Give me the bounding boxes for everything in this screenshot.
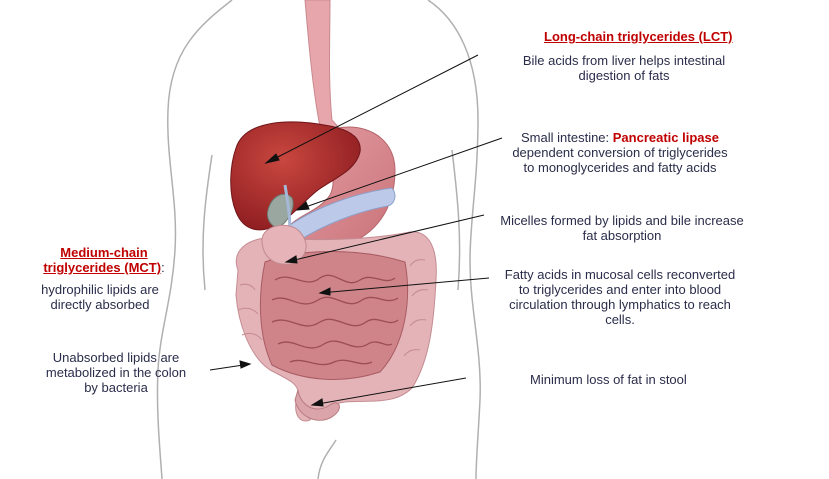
- fatty-acids-label: Fatty acids in mucosal cells reconverted…: [504, 267, 736, 327]
- lct-title: Long-chain triglycerides (LCT): [544, 29, 733, 44]
- arrow-small-intestine: [296, 137, 503, 211]
- arrow-fatty-acids: [319, 277, 490, 294]
- arrow-stool: [311, 377, 467, 406]
- arrow-micelles: [285, 214, 485, 263]
- micelles-label: Micelles formed by lipids and bile incre…: [500, 213, 744, 243]
- duodenum: [261, 224, 307, 265]
- colon-folds: [237, 259, 429, 357]
- body-outline: [156, 0, 481, 479]
- bile-acids-label: Bile acids from liver helps intestinal d…: [522, 53, 726, 83]
- arrow-bile: [265, 54, 479, 164]
- pointer-arrows: [209, 54, 503, 407]
- hydrophilic-label: hydrophilic lipids are directly absorbed: [41, 282, 159, 312]
- stool-label: Minimum loss of fat in stool: [530, 372, 687, 387]
- rectum: [294, 389, 340, 421]
- small-intestine-label: Small intestine: Pancreatic lipase depen…: [512, 130, 728, 175]
- pancreas: [289, 187, 396, 241]
- mct-title: Medium-chain triglycerides (MCT):: [43, 245, 165, 275]
- unabsorbed-label: Unabsorbed lipids are metabolized in the…: [45, 350, 187, 395]
- liver: [230, 121, 361, 231]
- small-intestine: [259, 251, 409, 380]
